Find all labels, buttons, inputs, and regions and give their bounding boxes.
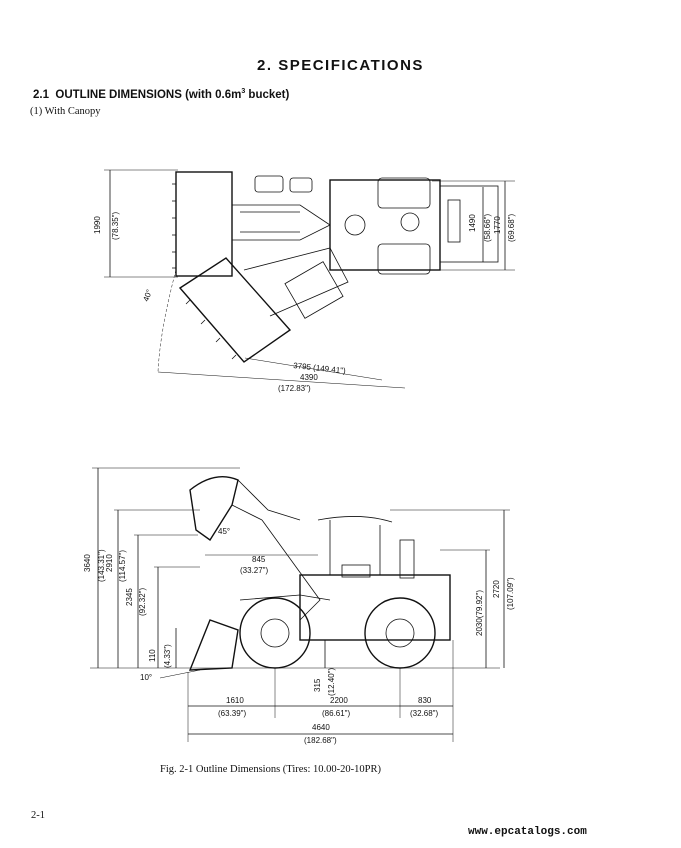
section-label: OUTLINE DIMENSIONS (with 0.6m xyxy=(55,88,242,101)
dim-110-in: (4.33") xyxy=(163,644,172,668)
dim-1610-in: (63.39") xyxy=(218,709,247,718)
dim-4390-in: (172.83") xyxy=(278,384,311,393)
dim-2345: 2345 xyxy=(125,588,134,606)
dim-angle-40: 40° xyxy=(141,288,154,302)
section-sup: 3 xyxy=(241,88,246,95)
section-tail: bucket) xyxy=(245,88,290,101)
footer-url: www.epcatalogs.com xyxy=(468,826,587,838)
dim-2200: 2200 xyxy=(330,696,348,705)
side-view-drawing: 3640 (143.31") 2910 (114.57") 2345 (92.3… xyxy=(83,467,515,745)
subtitle: (1) With Canopy xyxy=(30,106,101,117)
dim-2720: 2720 xyxy=(492,580,501,598)
dim-1770: 1770 xyxy=(493,216,502,234)
dim-3640-in: (143.31") xyxy=(97,549,106,582)
dim-2910: 2910 xyxy=(105,554,114,572)
dim-315: 315 xyxy=(313,678,322,692)
top-view-drawing: 1990 (78.35") 1490 (58.66") 1770 (69.68"… xyxy=(93,169,516,393)
dim-1770-in: (69.68") xyxy=(507,213,516,242)
dim-angle-10: 10° xyxy=(140,673,152,682)
dim-1490-in: (58.66") xyxy=(483,213,492,242)
dim-315-in: (12.40") xyxy=(327,667,336,696)
dim-1990: 1990 xyxy=(93,216,102,234)
dim-angle-45: 45° xyxy=(218,527,230,536)
dim-830: 830 xyxy=(418,696,432,705)
dim-2200-in: (86.61") xyxy=(322,709,351,718)
dim-845: 845 xyxy=(252,555,266,564)
dim-2030: 2030(79.92") xyxy=(475,590,484,636)
dim-845-in: (33.27") xyxy=(240,566,269,575)
dim-2910-in: (114.57") xyxy=(118,550,127,582)
dim-3795: 3795 (149.41") xyxy=(293,361,347,375)
dim-2345-in: (92.32") xyxy=(138,587,147,616)
dim-4640: 4640 xyxy=(312,723,330,732)
page-number: 2-1 xyxy=(31,810,45,821)
dim-4390: 4390 xyxy=(300,373,318,382)
figure-caption: Fig. 2-1 Outline Dimensions (Tires: 10.0… xyxy=(160,764,381,775)
dim-1990-in: (78.35") xyxy=(111,211,120,240)
dim-3640: 3640 xyxy=(83,554,92,572)
dim-110: 110 xyxy=(148,649,157,662)
dim-1490: 1490 xyxy=(468,214,477,232)
dim-4640-in: (182.68") xyxy=(304,736,337,745)
dim-830-in: (32.68") xyxy=(410,709,439,718)
dim-1610: 1610 xyxy=(226,696,244,705)
page-title: 2. SPECIFICATIONS xyxy=(257,57,424,74)
dim-2720-in: (107.09") xyxy=(506,577,515,610)
section-heading: 2.1 OUTLINE DIMENSIONS (with 0.6m3 bucke… xyxy=(33,88,289,101)
section-number: 2.1 xyxy=(33,88,49,101)
